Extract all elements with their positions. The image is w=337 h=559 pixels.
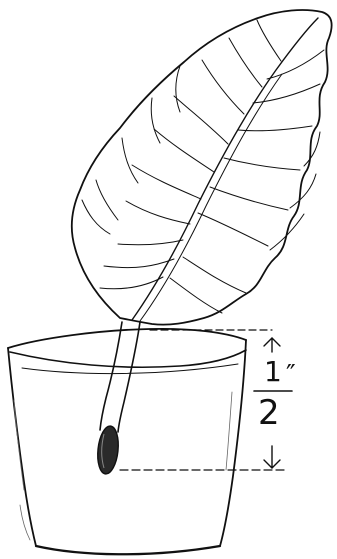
stem-left-edge bbox=[100, 322, 122, 430]
leaf-veins bbox=[82, 20, 324, 313]
depth-arrow-bottom bbox=[264, 446, 280, 468]
fraction-numerator: 1 bbox=[264, 358, 282, 386]
seed-body bbox=[96, 425, 121, 475]
pot-rim-top bbox=[8, 329, 246, 348]
seed bbox=[96, 425, 121, 475]
inch-mark: ″ bbox=[286, 362, 296, 388]
pot-right-wall bbox=[220, 340, 246, 546]
depth-arrow-top bbox=[264, 338, 280, 352]
depth-measurement-label: 1 ″ 2 bbox=[252, 356, 312, 436]
leaf-outline bbox=[72, 10, 332, 325]
pot-shading bbox=[14, 392, 232, 540]
pot-rim-bottom bbox=[10, 350, 246, 367]
stem-right-edge bbox=[118, 322, 140, 432]
pot bbox=[8, 329, 246, 554]
leaf-midrib-line-2 bbox=[140, 74, 282, 321]
stem bbox=[100, 322, 140, 432]
leaf bbox=[72, 10, 332, 325]
pot-bottom bbox=[36, 546, 220, 554]
fraction-denominator: 2 bbox=[258, 396, 280, 430]
